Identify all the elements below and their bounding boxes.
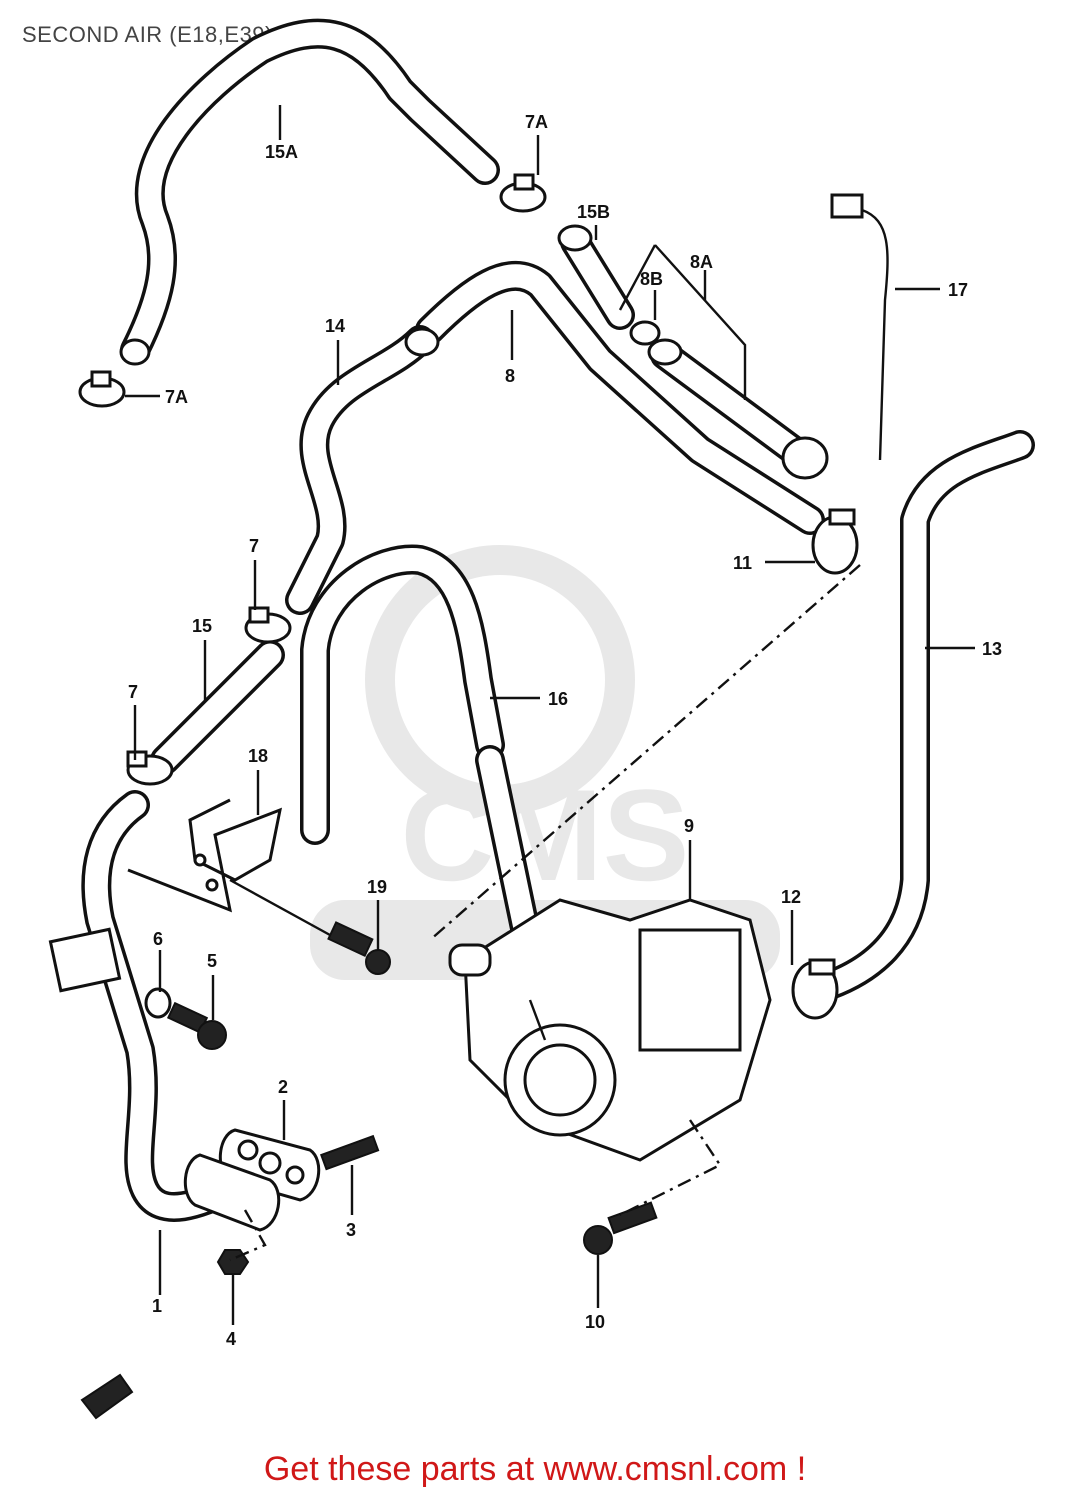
ring-8b[interactable] xyxy=(629,320,661,346)
callout-2: 2 xyxy=(278,1077,288,1097)
flange-1 xyxy=(183,1153,281,1232)
footer-link[interactable]: Get these parts at www.cmsnl.com ! xyxy=(263,1450,807,1488)
bracket-line-8a xyxy=(654,244,747,400)
clamp-7a-left[interactable] xyxy=(78,370,126,408)
callout-7-lower: 7 xyxy=(128,682,138,702)
clamp-12[interactable] xyxy=(791,958,839,1020)
hose-13[interactable] xyxy=(815,430,1035,1000)
callout-18: 18 xyxy=(248,746,268,766)
bolt-19[interactable] xyxy=(229,878,391,975)
hose-14[interactable] xyxy=(285,325,440,615)
callout-6: 6 xyxy=(153,929,163,949)
callout-11: 11 xyxy=(733,553,752,573)
callout-8b: 8B xyxy=(640,269,663,289)
callout-5: 5 xyxy=(207,951,217,971)
callout-7a-top: 7A xyxy=(525,112,548,132)
callout-8a: 8A xyxy=(690,252,713,272)
callout-8: 8 xyxy=(505,366,515,386)
pipe-8a[interactable] xyxy=(647,338,829,480)
hose-15a[interactable] xyxy=(119,18,500,366)
leader-lines xyxy=(125,105,975,1325)
connector-15b[interactable] xyxy=(557,224,635,330)
bracket-18[interactable] xyxy=(127,798,283,913)
clamp-7-upper[interactable] xyxy=(244,606,292,644)
callout-13: 13 xyxy=(982,639,1002,659)
hose-15[interactable] xyxy=(150,640,285,775)
callout-17: 17 xyxy=(948,280,968,300)
callout-4: 4 xyxy=(226,1329,236,1349)
callout-16: 16 xyxy=(548,689,568,709)
clamp-11[interactable] xyxy=(811,508,859,575)
sensor-17[interactable] xyxy=(830,193,889,461)
valve-9[interactable] xyxy=(448,898,772,1162)
cms-watermark: CMS xyxy=(310,545,780,980)
callout-15a: 15A xyxy=(265,142,298,162)
callout-7-upper: 7 xyxy=(249,536,259,556)
callout-9: 9 xyxy=(684,816,694,836)
callout-15: 15 xyxy=(192,616,212,636)
pipe-1[interactable] xyxy=(48,790,255,1222)
watermark-text: CMS xyxy=(401,762,690,908)
front-arrow-icon xyxy=(80,1373,134,1420)
callout-15b: 15B xyxy=(577,202,610,222)
callout-3: 3 xyxy=(346,1220,356,1240)
washer-6[interactable] xyxy=(144,987,172,1019)
callout-10: 10 xyxy=(585,1312,605,1332)
callout-14: 14 xyxy=(325,316,345,336)
callout-7a-left: 7A xyxy=(165,387,188,407)
bolt-10[interactable] xyxy=(583,1201,658,1255)
hose-8[interactable] xyxy=(415,260,825,535)
callout-12: 12 xyxy=(781,887,801,907)
callout-labels: 15A 7A 15B 8A 8B 17 7A 14 8 11 7 15 13 1… xyxy=(128,112,1002,1349)
page-title: SECOND AIR (E18,E39) xyxy=(22,22,273,47)
stud-3[interactable] xyxy=(320,1134,380,1171)
clamp-7a-top[interactable] xyxy=(499,173,547,213)
bolt-5[interactable] xyxy=(166,1001,227,1050)
bracket-line-15b xyxy=(618,244,657,311)
callout-19: 19 xyxy=(367,877,387,897)
clamp-7-lower[interactable] xyxy=(126,750,174,786)
callout-1: 1 xyxy=(152,1296,162,1316)
